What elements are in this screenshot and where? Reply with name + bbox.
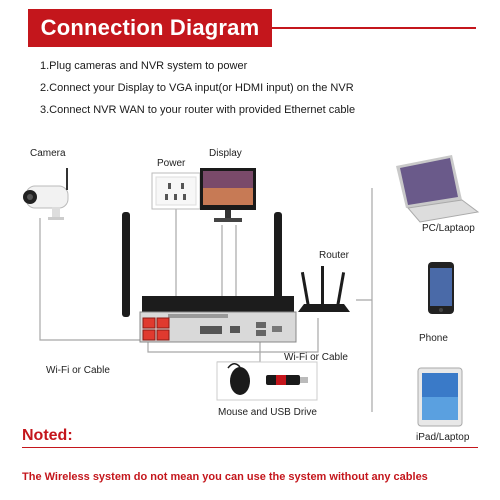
camera-cable — [39, 218, 140, 341]
page-title: Connection Diagram — [40, 15, 260, 40]
noted-text: The Wireless system do not mean you can … — [22, 471, 428, 483]
wifi-cable-label-right: Wi-Fi or Cable — [284, 352, 348, 363]
noted-divider — [22, 447, 478, 448]
router-label: Router — [319, 250, 350, 261]
step-2: 2.Connect your Display to VGA input(or H… — [40, 82, 354, 94]
pc-label: PC/Laptaop — [422, 223, 475, 234]
laptop-icon — [396, 155, 480, 223]
mouse-usb-icon — [216, 361, 318, 401]
title-banner: Connection Diagram — [28, 9, 272, 47]
camera-icon — [23, 168, 69, 220]
step-list: 1.Plug cameras and NVR system to power 2… — [40, 59, 355, 125]
connection-lines — [39, 188, 373, 412]
nvr-recorder-icon — [139, 296, 297, 343]
power-outlet-icon — [151, 172, 201, 210]
display-label: Display — [209, 148, 242, 159]
camera-label: Camera — [30, 148, 66, 159]
phone-icon — [428, 262, 454, 314]
step-1: 1.Plug cameras and NVR system to power — [40, 60, 248, 72]
mouse-usb-label: Mouse and USB Drive — [218, 407, 317, 418]
noted-heading: Noted: — [22, 427, 73, 444]
ipad-label: iPad/Laptop — [416, 432, 470, 443]
wifi-cable-label-left: Wi-Fi or Cable — [46, 365, 110, 376]
title-rule — [272, 27, 476, 29]
step-3: 3.Connect NVR WAN to your router with pr… — [40, 104, 356, 116]
device-bracket — [356, 188, 373, 412]
phone-label: Phone — [419, 333, 448, 344]
router-icon — [298, 266, 350, 312]
usb-cable — [217, 340, 261, 363]
power-label: Power — [157, 158, 186, 169]
tablet-icon — [417, 367, 463, 427]
display-icon — [200, 168, 256, 222]
nvr-antennas — [122, 212, 282, 317]
